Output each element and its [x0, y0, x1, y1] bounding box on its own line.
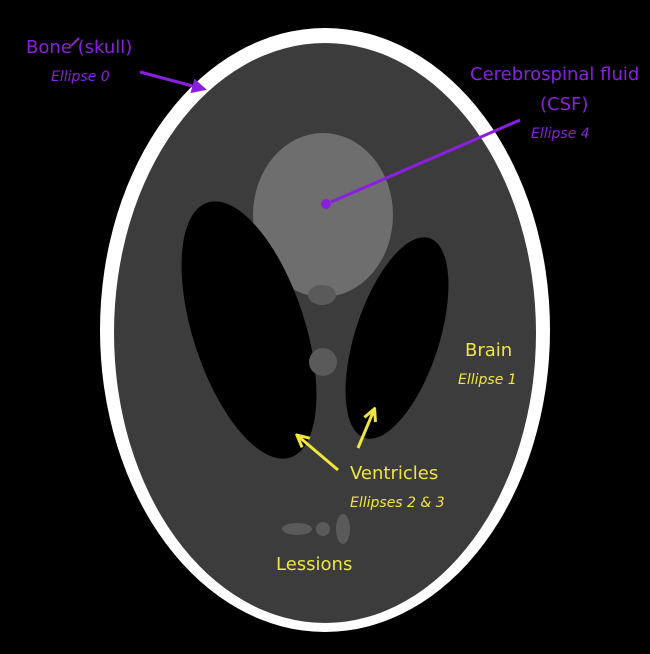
lesion-right — [336, 514, 350, 544]
csf-arrow-dot — [321, 199, 331, 209]
csf-arrow — [330, 118, 521, 204]
bone-label: Bone (skull) — [26, 37, 133, 58]
ventricle-arrow-left — [298, 436, 339, 472]
csf-ellipse-label: Ellipse 4 — [531, 126, 590, 142]
bone-arrow — [139, 70, 207, 94]
bone-tick-mark — [70, 37, 80, 47]
csf-label-line2: (CSF) — [540, 94, 589, 115]
small-ellipse-middle — [309, 348, 337, 376]
ventricle-arrow-right — [356, 410, 374, 449]
right-ventricle-ellipse — [345, 237, 449, 439]
brain-ellipse — [114, 43, 536, 623]
lesion-left — [282, 523, 312, 535]
ventricles-ellipse-label: Ellipses 2 & 3 — [350, 495, 445, 511]
ventricles-label: Ventricles — [350, 463, 439, 484]
left-ventricle-ellipse — [181, 201, 317, 459]
lesions-label: Lessions — [276, 554, 353, 575]
small-ellipse-upper — [308, 285, 336, 305]
bone-ellipse-label: Ellipse 0 — [51, 69, 110, 85]
csf-label-line1: Cerebrospinal fluid — [470, 64, 640, 85]
brain-label: Brain — [465, 340, 513, 361]
lesion-middle — [316, 522, 330, 536]
brain-ellipse-label: Ellipse 1 — [458, 372, 517, 388]
csf-ellipse — [253, 133, 393, 297]
